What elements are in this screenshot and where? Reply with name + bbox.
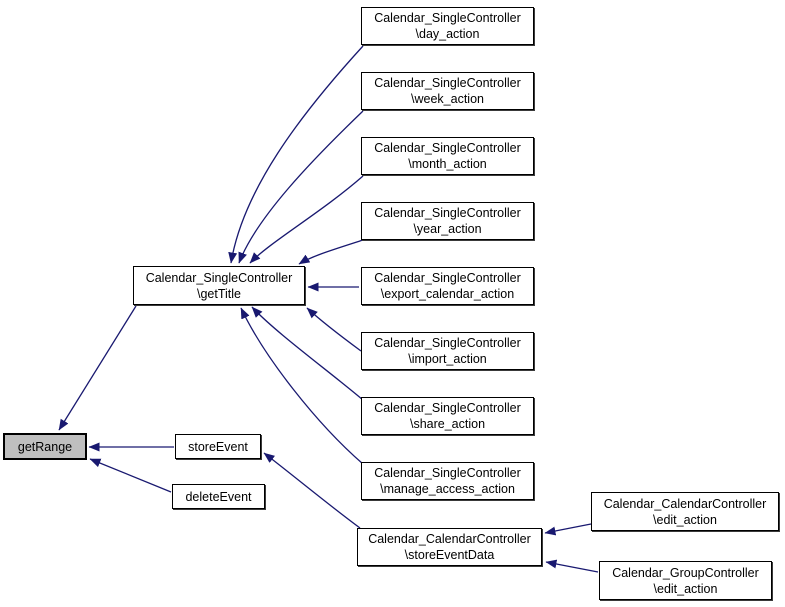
node-share_action[interactable]: Calendar_SingleController \share_action — [361, 397, 534, 435]
node-group_edit_action[interactable]: Calendar_GroupController \edit_action — [599, 561, 772, 600]
edge-group_edit_action-to-storeEventData — [545, 559, 599, 573]
node-label-class: Calendar_SingleController — [374, 11, 521, 25]
node-manage_access_action[interactable]: Calendar_SingleController \manage_access… — [361, 462, 534, 500]
node-label-method: \export_calendar_action — [380, 287, 515, 301]
edge-deleteEvent-to-getRange — [89, 458, 172, 493]
node-label-method: \storeEventData — [404, 548, 495, 562]
edge-storeEventData-to-storeEvent — [263, 452, 361, 529]
node-import_action[interactable]: Calendar_SingleController \import_action — [361, 332, 534, 370]
node-label-method: \manage_access_action — [380, 482, 515, 496]
node-label-class: Calendar_SingleController — [374, 271, 521, 285]
node-label-class: Calendar_SingleController — [374, 206, 521, 220]
node-label-method: \day_action — [415, 27, 480, 41]
node-label-class: Calendar_SingleController — [374, 336, 521, 350]
node-deleteEvent[interactable]: deleteEvent — [172, 484, 265, 509]
node-label-class: Calendar_SingleController — [374, 401, 521, 415]
edge-import_action-to-getTitle — [306, 307, 362, 352]
node-label-class: Calendar_CalendarController — [368, 532, 531, 546]
edge-week_action-to-getTitle — [238, 110, 364, 264]
edge-share_action-to-getTitle — [251, 306, 364, 401]
node-label-method: \edit_action — [653, 581, 718, 596]
node-getRange[interactable]: getRange — [3, 433, 87, 460]
node-year_action[interactable]: Calendar_SingleController \year_action — [361, 202, 534, 240]
node-calendar_edit_action[interactable]: Calendar_CalendarController \edit_action — [591, 492, 779, 531]
node-storeEvent[interactable]: storeEvent — [175, 434, 261, 459]
node-label-method: \getTitle — [196, 286, 241, 301]
node-getTitle[interactable]: Calendar_SingleController \getTitle — [133, 266, 305, 305]
node-label: storeEvent — [188, 439, 248, 454]
edge-year_action-to-getTitle — [298, 239, 364, 265]
node-export_calendar_action[interactable]: Calendar_SingleController \export_calend… — [361, 267, 534, 305]
node-label-method: \edit_action — [653, 512, 717, 527]
node-storeEventData[interactable]: Calendar_CalendarController \storeEventD… — [357, 528, 542, 566]
node-label-class: Calendar_GroupController — [612, 565, 759, 580]
edge-calendar_edit_action-to-storeEventData — [544, 523, 592, 536]
edge-getTitle-to-getRange — [58, 305, 137, 431]
node-label-method: \month_action — [408, 157, 487, 171]
node-label-method: \share_action — [409, 417, 486, 431]
node-label-method: \year_action — [413, 222, 482, 236]
node-label: deleteEvent — [185, 489, 252, 504]
node-day_action[interactable]: Calendar_SingleController \day_action — [361, 7, 534, 45]
node-week_action[interactable]: Calendar_SingleController \week_action — [361, 72, 534, 110]
node-label-method: \week_action — [411, 92, 484, 106]
edge-day_action-to-getTitle — [228, 45, 364, 264]
node-label-class: Calendar_SingleController — [145, 270, 293, 285]
node-label: getRange — [17, 439, 73, 454]
node-label-class: Calendar_CalendarController — [603, 496, 767, 511]
node-month_action[interactable]: Calendar_SingleController \month_action — [361, 137, 534, 175]
node-label-method: \import_action — [408, 352, 487, 366]
node-label-class: Calendar_SingleController — [374, 141, 521, 155]
node-label-class: Calendar_SingleController — [374, 76, 521, 90]
edge-month_action-to-getTitle — [249, 175, 364, 264]
node-label-class: Calendar_SingleController — [374, 466, 521, 480]
